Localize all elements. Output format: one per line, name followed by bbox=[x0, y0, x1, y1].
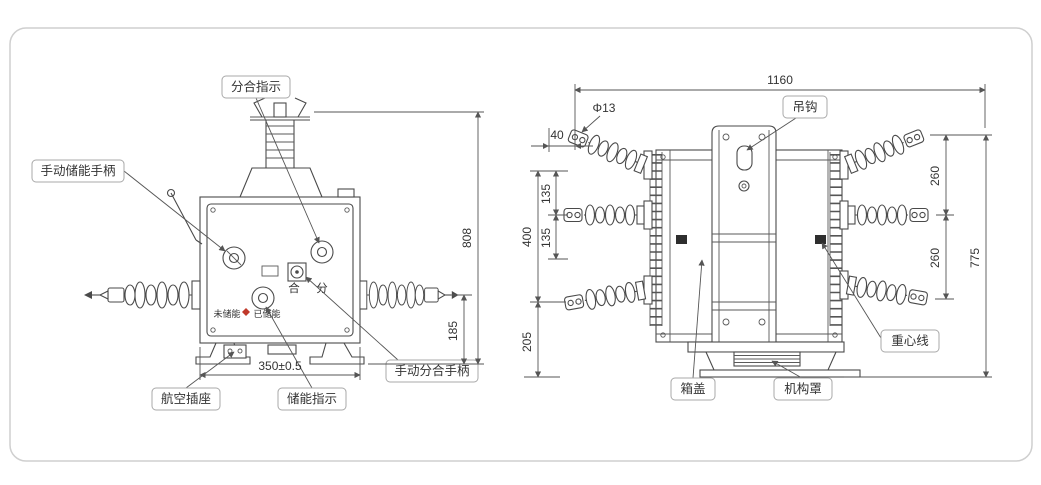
gravity-marker-left bbox=[676, 235, 687, 244]
open-close-indicator-window bbox=[310, 240, 334, 264]
gravity-marker-right bbox=[815, 235, 826, 244]
callout-open-close-indicator: 分合指示 bbox=[221, 75, 320, 244]
svg-text:手动储能手柄: 手动储能手柄 bbox=[40, 163, 115, 178]
dim-total-height-808: 808 bbox=[314, 111, 484, 365]
dim-hole-diameter: Φ13 bbox=[581, 101, 616, 133]
lifting-frame bbox=[711, 125, 777, 349]
svg-text:机构罩: 机构罩 bbox=[784, 381, 822, 396]
svg-text:260: 260 bbox=[928, 248, 942, 268]
manual-open-close-port bbox=[287, 262, 307, 282]
not-charged-label: 未储能 bbox=[213, 308, 240, 319]
charged-label: 已储能 bbox=[253, 308, 280, 319]
front-top-pole bbox=[239, 97, 323, 198]
callout-aviation-socket: 航空插座 bbox=[151, 351, 235, 411]
svg-text:箱盖: 箱盖 bbox=[680, 381, 705, 396]
front-body bbox=[199, 188, 361, 344]
name-plate bbox=[261, 265, 279, 277]
svg-text:775: 775 bbox=[968, 248, 982, 268]
svg-text:航空插座: 航空插座 bbox=[161, 391, 211, 406]
open-char-label: 分 bbox=[316, 282, 328, 295]
svg-text:808: 808 bbox=[460, 228, 474, 248]
dim-overall-width-1160: 1160 bbox=[574, 73, 986, 150]
dim-mounting-width-350: 350±0.5 bbox=[199, 347, 361, 380]
dim-base-height-205: 205 bbox=[520, 301, 560, 378]
charged-red-marker bbox=[242, 308, 250, 316]
charge-handle-port bbox=[222, 246, 246, 270]
dim-overall-height-775: 775 bbox=[844, 134, 992, 378]
svg-text:40: 40 bbox=[550, 128, 564, 142]
callout-tank-cover: 箱盖 bbox=[670, 259, 716, 401]
charge-indicator-window bbox=[251, 286, 275, 310]
lifting-eye-left bbox=[253, 97, 266, 118]
side-view: 吊钩 箱盖 机构罩 重心线 1160 Φ13 bbox=[520, 73, 992, 401]
base-stand bbox=[687, 341, 861, 378]
svg-text:吊钩: 吊钩 bbox=[792, 100, 817, 114]
callout-manual-open-close-handle: 手动分合手柄 bbox=[305, 276, 479, 383]
front-foot-right bbox=[309, 342, 365, 365]
callout-lifting-hook: 吊钩 bbox=[746, 95, 828, 151]
bottom-plate bbox=[267, 344, 297, 355]
dim-left-stack: 135 135 400 bbox=[520, 170, 568, 303]
dim-bushing-height-185: 185 bbox=[446, 294, 472, 365]
callout-charge-indicator: 储能指示 bbox=[265, 306, 347, 411]
callout-manual-charge-handle: 手动储能手柄 bbox=[31, 159, 226, 252]
svg-text:储能指示: 储能指示 bbox=[287, 391, 337, 406]
svg-text:400: 400 bbox=[520, 227, 534, 247]
svg-text:350±0.5: 350±0.5 bbox=[258, 359, 302, 373]
lifting-eye-right bbox=[294, 97, 307, 118]
svg-text:260: 260 bbox=[928, 166, 942, 186]
dim-right-phase-spacings: 260 260 bbox=[928, 134, 992, 300]
svg-text:1160: 1160 bbox=[767, 73, 793, 87]
dim-terminal-offset-40: 40 bbox=[531, 128, 593, 152]
callout-mechanism-cover: 机构罩 bbox=[771, 360, 833, 401]
svg-text:Φ13: Φ13 bbox=[593, 101, 616, 115]
charging-crank-handle bbox=[166, 188, 203, 245]
lifting-hook-slot bbox=[736, 145, 753, 171]
aviation-socket bbox=[223, 344, 247, 359]
svg-text:135: 135 bbox=[539, 228, 553, 248]
mechanism-cover-part bbox=[733, 351, 801, 367]
close-char-label: 合 bbox=[288, 281, 300, 295]
svg-text:分合指示: 分合指示 bbox=[231, 79, 281, 94]
svg-text:手动分合手柄: 手动分合手柄 bbox=[394, 363, 469, 378]
svg-text:135: 135 bbox=[539, 184, 553, 204]
svg-text:185: 185 bbox=[446, 321, 460, 341]
front-view: 未储能 已储能 合 分 分合指示 手动储能手柄 航空插座 储能指示 手动分 bbox=[31, 75, 484, 411]
svg-text:205: 205 bbox=[520, 332, 534, 352]
svg-text:重心线: 重心线 bbox=[891, 333, 929, 348]
callout-gravity-line: 重心线 bbox=[821, 242, 940, 353]
